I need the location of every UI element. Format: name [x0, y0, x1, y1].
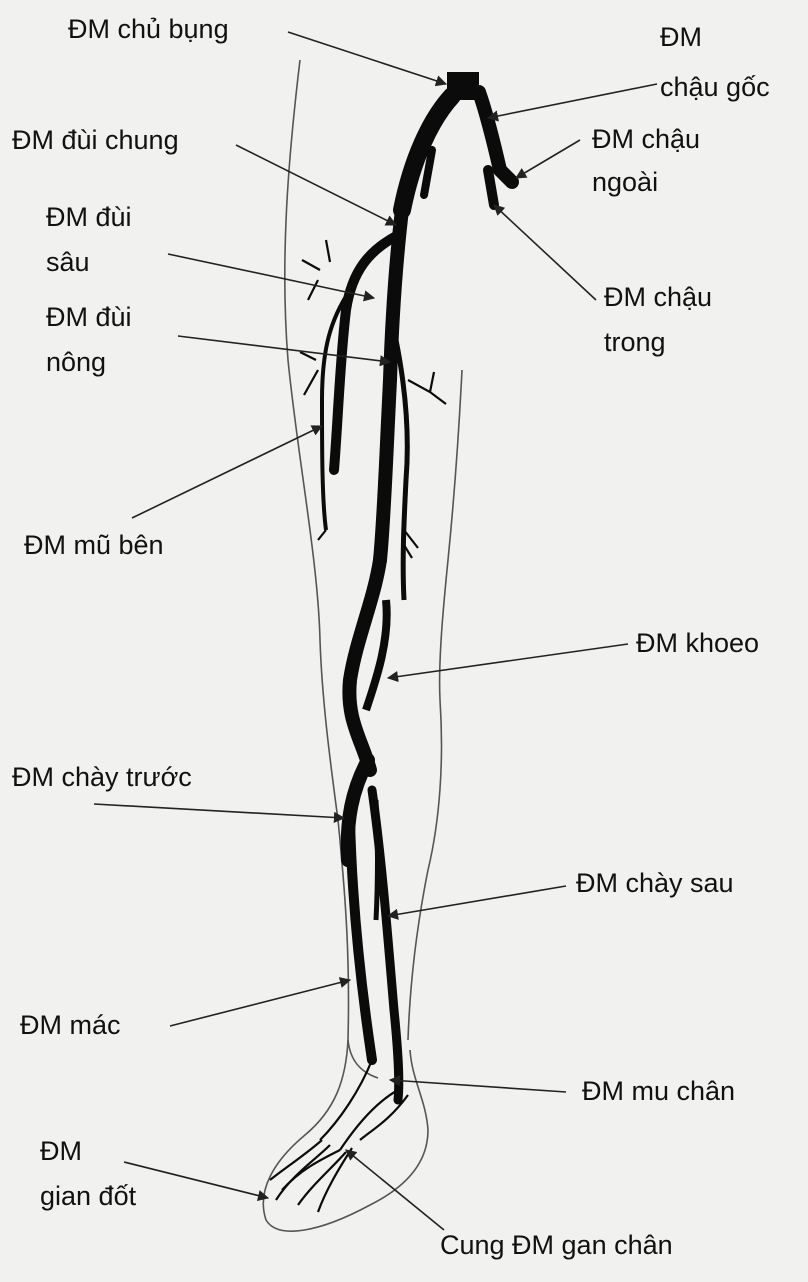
anterior-tibial: [350, 820, 372, 1060]
label-external-iliac-line2: ngoài: [592, 167, 700, 198]
label-deep-femoral-line2: sâu: [46, 247, 132, 278]
label-dorsalis-pedis: ĐM mu chân: [582, 1076, 735, 1107]
label-superficial-femoral: ĐM đùi nông: [46, 302, 132, 378]
leader-peroneal: [170, 980, 350, 1026]
common-iliac-right: [479, 92, 500, 170]
label-digital-line1: ĐM: [40, 1136, 136, 1167]
leader-anterior-tibial: [94, 804, 344, 818]
label-common-iliac-line2: chậu gốc: [660, 72, 770, 103]
label-common-iliac-line1: ĐM: [660, 22, 702, 53]
inner-leg-contour: [408, 370, 462, 1040]
leader-popliteal: [388, 644, 628, 678]
label-internal-iliac: ĐM chậu trong: [604, 282, 712, 358]
label-deep-femoral: ĐM đùi sâu: [46, 202, 132, 278]
label-anterior-tibial: ĐM chày trước: [12, 762, 192, 793]
label-external-iliac-line1: ĐM chậu: [592, 124, 700, 155]
label-peroneal: ĐM mác: [20, 1010, 121, 1041]
peroneal-artery: [376, 800, 378, 920]
label-common-femoral: ĐM đùi chung: [12, 125, 179, 156]
label-digital: ĐM gian đốt: [40, 1136, 136, 1212]
label-common-iliac-b: chậu gốc: [660, 72, 770, 103]
foot-arteries: [270, 1060, 408, 1212]
label-popliteal: ĐM khoeo: [636, 628, 759, 659]
leader-plantar-arch: [346, 1150, 444, 1230]
label-external-iliac: ĐM chậu ngoài: [592, 124, 700, 198]
arteries: [270, 72, 512, 1212]
leader-circumflex: [132, 426, 322, 518]
internal-iliac-stub: [488, 170, 494, 205]
label-digital-line2: gian đốt: [40, 1181, 136, 1212]
leader-posterior-tibial: [388, 886, 566, 916]
femoral-trunk: [380, 210, 402, 560]
label-abdominal-aorta: ĐM chủ bụng: [68, 14, 229, 45]
leader-dorsalis-pedis: [390, 1080, 566, 1092]
leader-external-iliac: [516, 140, 580, 178]
label-lateral-circumflex: ĐM mũ bên: [24, 530, 164, 561]
external-iliac-stub: [500, 170, 512, 182]
medial-branch: [396, 340, 407, 600]
label-superficial-femoral-line2: nông: [46, 347, 132, 378]
popliteal-artery: [349, 560, 380, 770]
label-internal-iliac-line1: ĐM chậu: [604, 282, 712, 313]
label-posterior-tibial: ĐM chày sau: [576, 868, 734, 899]
leader-common-iliac: [488, 84, 657, 118]
label-plantar-arch: Cung ĐM gan chân: [440, 1230, 673, 1261]
leader-common-femoral: [236, 145, 396, 225]
leader-digital: [124, 1162, 268, 1198]
leader-internal-iliac: [494, 205, 596, 300]
leader-deep-femoral: [168, 254, 374, 298]
label-deep-femoral-line1: ĐM đùi: [46, 202, 132, 233]
label-internal-iliac-line2: trong: [604, 327, 712, 358]
label-common-iliac: ĐM: [660, 22, 702, 53]
leader-aorta: [288, 32, 446, 84]
leader-superficial-femoral: [178, 336, 390, 362]
label-superficial-femoral-line1: ĐM đùi: [46, 302, 132, 333]
